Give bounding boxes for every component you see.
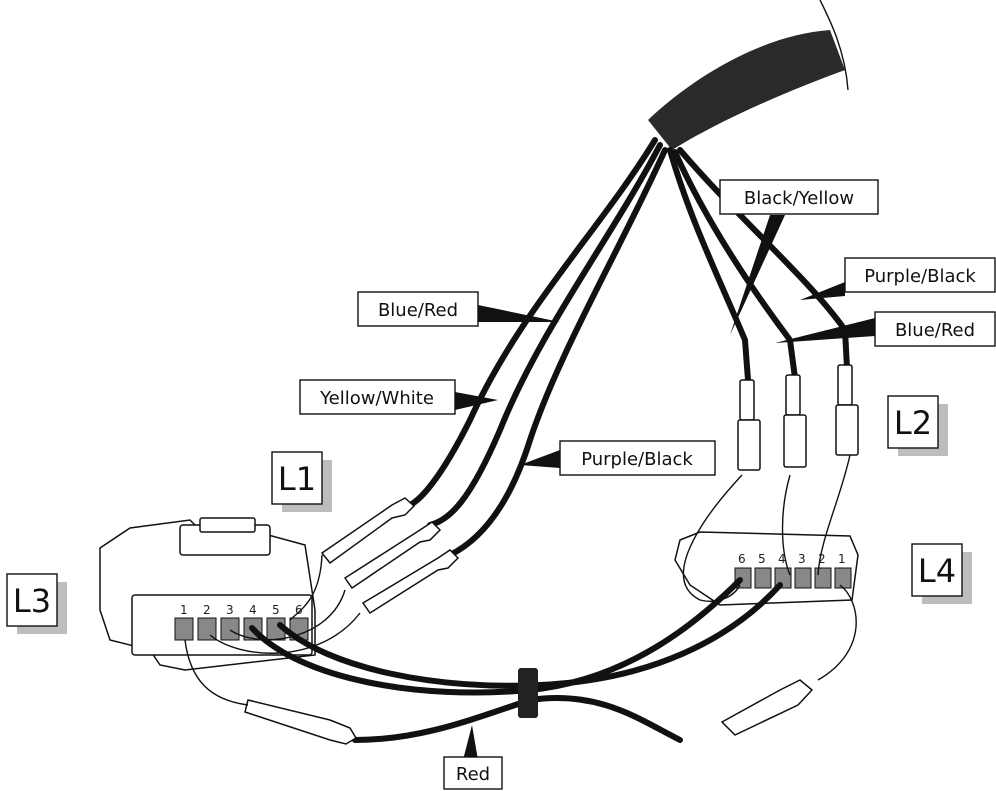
label-text: Yellow/White	[319, 388, 434, 409]
l2-terminals	[737, 364, 859, 471]
designator-l3: L3	[6, 573, 67, 634]
label-black-yellow: Black/Yellow	[719, 179, 879, 215]
wires-to-l2	[667, 147, 850, 383]
pin-arrows	[184, 454, 857, 706]
l3-connector-housing	[99, 517, 316, 671]
l4-pin-number: 3	[798, 552, 806, 566]
label-blue-red-left: Blue/Red	[357, 291, 479, 327]
label-text: Purple/Black	[864, 266, 976, 287]
designator-text: L3	[13, 582, 51, 620]
cable-sheath	[648, 0, 849, 150]
designator-text: L1	[278, 460, 316, 498]
l3-pin-number: 3	[226, 603, 234, 617]
callout-pointers	[455, 215, 875, 760]
l3-pin-number: 2	[203, 603, 211, 617]
l1-terminals	[320, 497, 460, 615]
designator-l2: L2	[887, 395, 948, 456]
label-purple-black-right: Purple/Black	[844, 257, 996, 293]
l4-pin-number: 5	[758, 552, 766, 566]
l3-pin-number: 1	[180, 603, 188, 617]
designator-l1: L1	[271, 451, 332, 512]
l3-pin-numbers: 1 2 3 4 5 6	[180, 603, 303, 617]
label-text: Red	[456, 764, 490, 785]
label-red: Red	[443, 756, 503, 790]
label-text: Purple/Black	[581, 449, 693, 470]
l4-connector-housing	[674, 531, 859, 606]
loose-terminals	[244, 679, 814, 745]
l3-pin-number: 6	[295, 603, 303, 617]
label-blue-red-right: Blue/Red	[874, 311, 996, 347]
label-text: Blue/Red	[378, 300, 458, 321]
wires-to-l1	[407, 137, 668, 558]
l4-pin-number: 6	[738, 552, 746, 566]
l4-pin-number: 2	[818, 552, 826, 566]
l4-pin-number: 1	[838, 552, 846, 566]
label-text: Blue/Red	[895, 320, 975, 341]
jumper-wires	[249, 577, 783, 743]
l4-pin-numbers: 6 5 4 3 2 1	[738, 552, 846, 566]
label-purple-black-left: Purple/Black	[559, 440, 716, 476]
label-yellow-white: Yellow/White	[299, 379, 456, 415]
designator-text: L2	[894, 404, 932, 442]
l3-pin-number: 5	[272, 603, 280, 617]
designator-l4: L4	[911, 543, 972, 604]
designator-text: L4	[918, 552, 956, 590]
l4-pin-number: 4	[778, 552, 786, 566]
l3-pin-number: 4	[249, 603, 257, 617]
label-text: Black/Yellow	[744, 188, 854, 209]
